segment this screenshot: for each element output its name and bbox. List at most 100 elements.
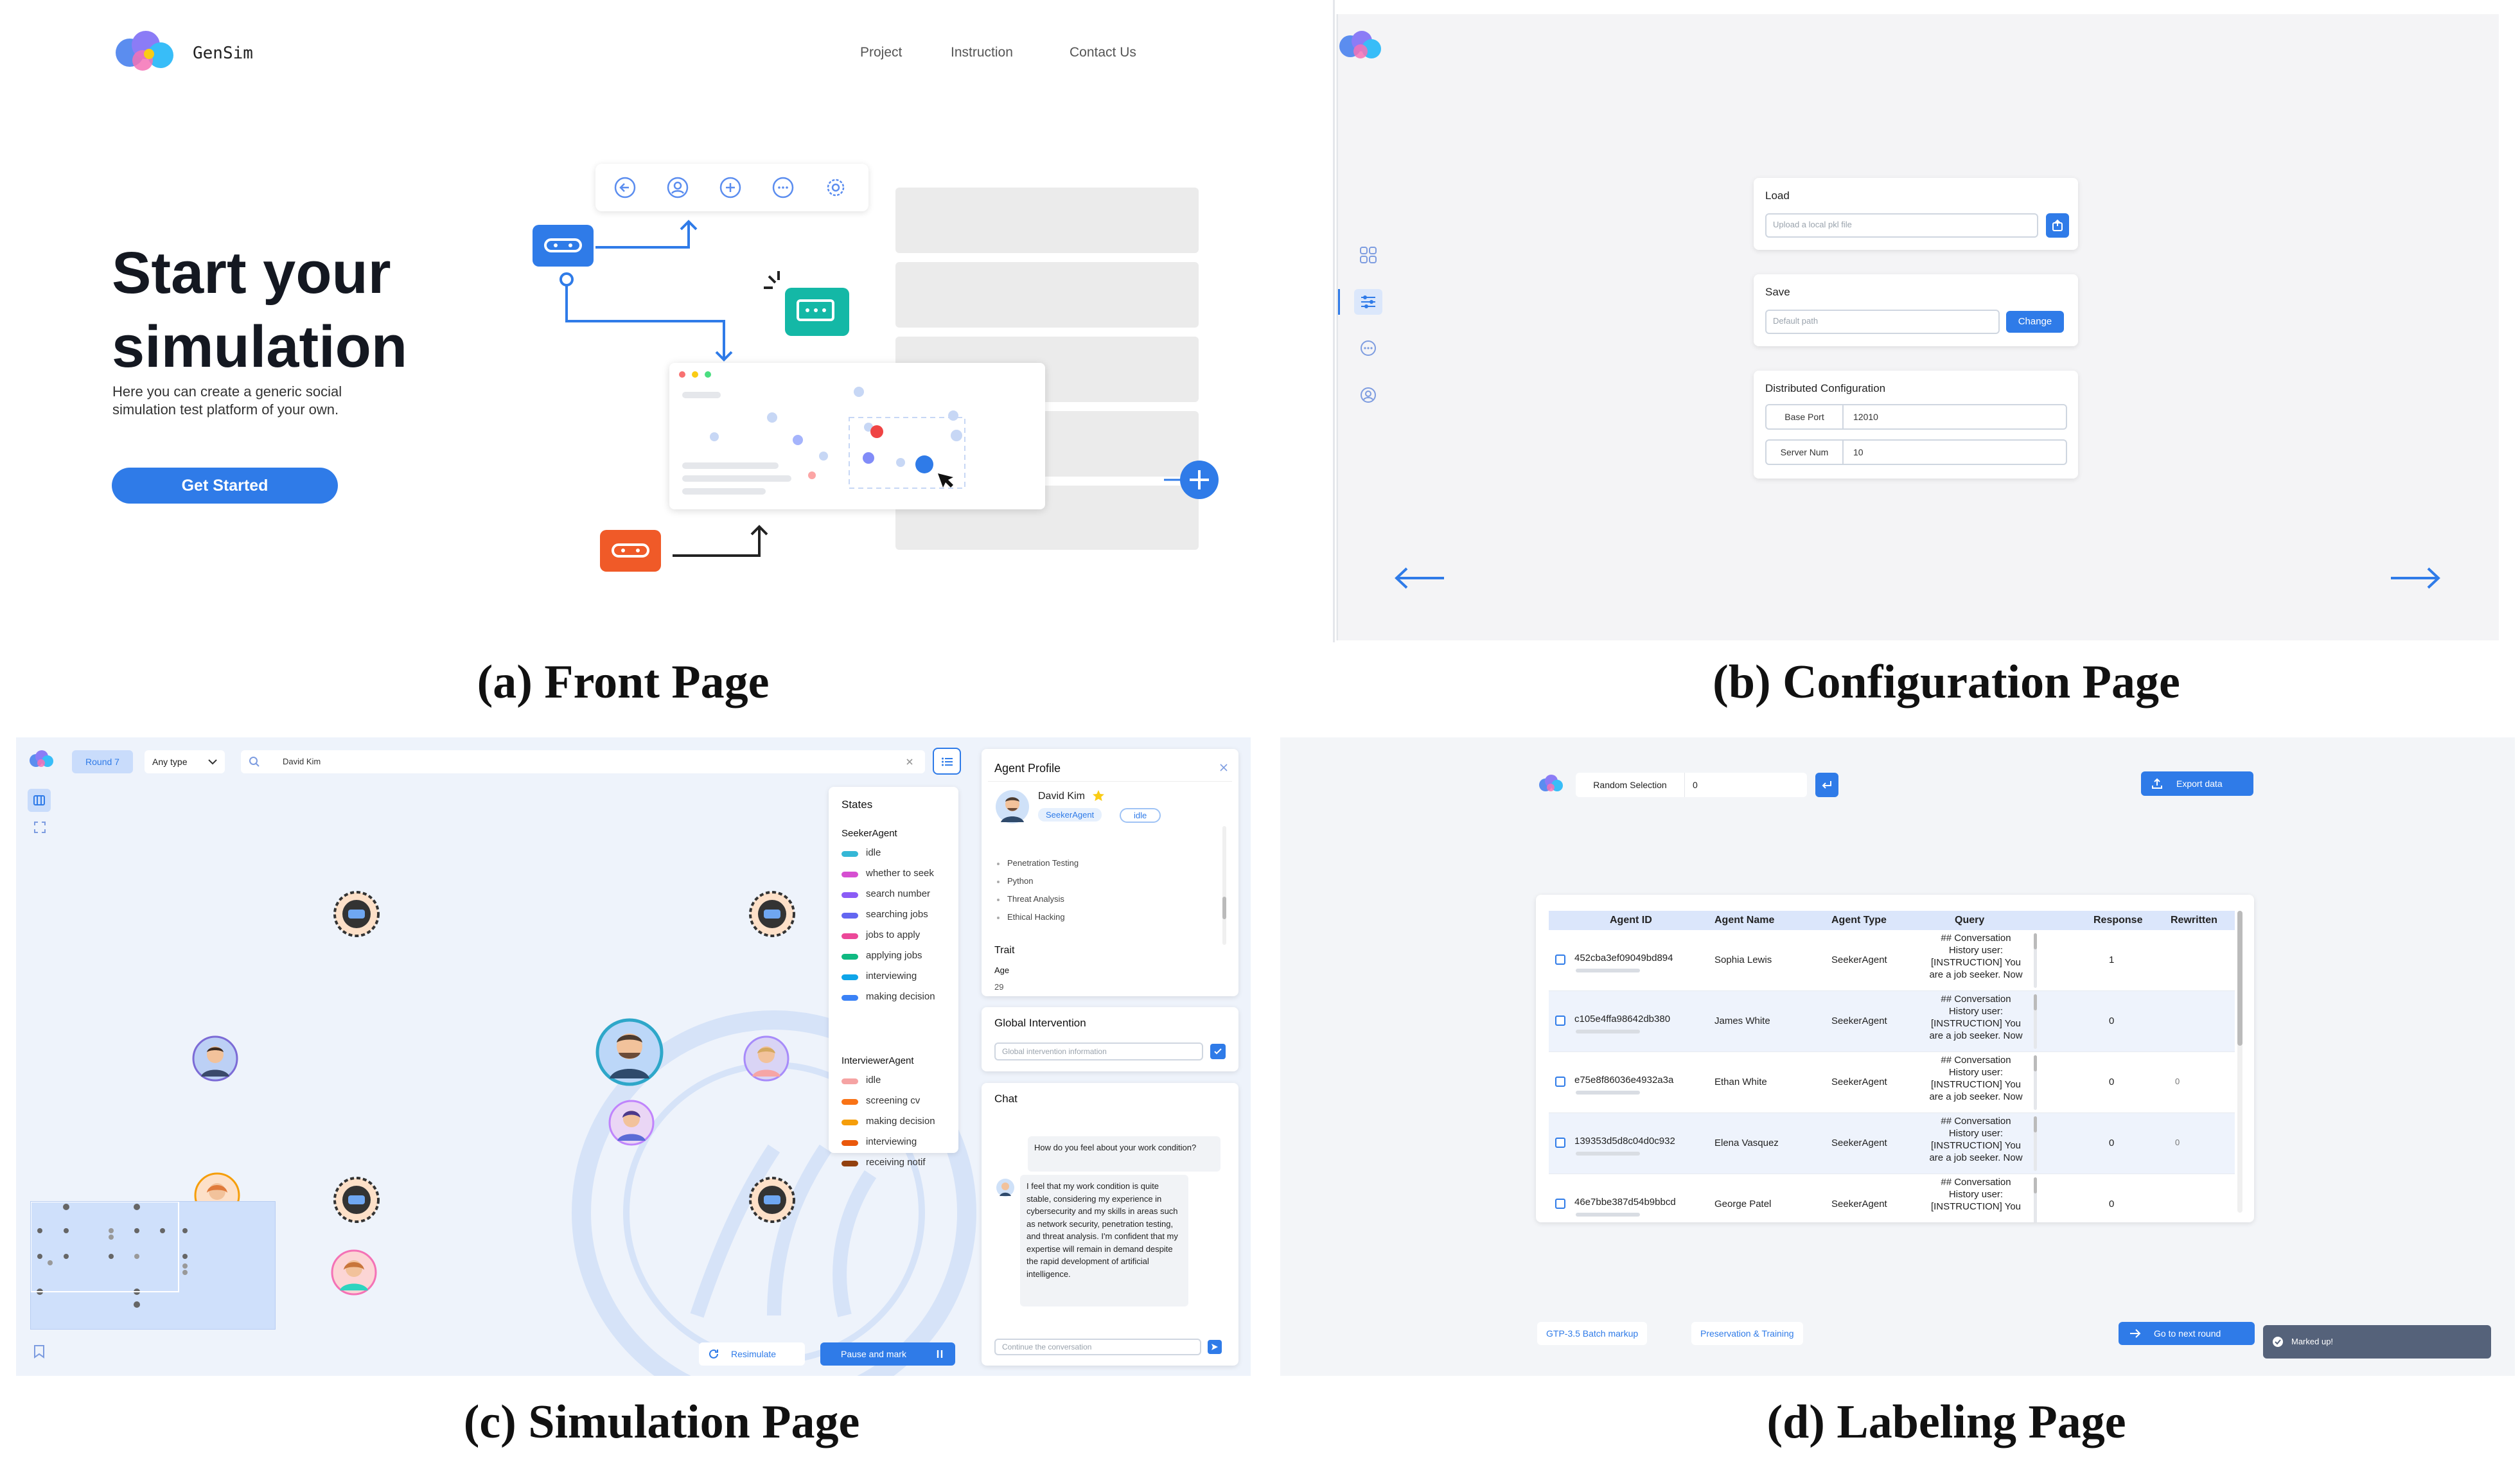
type-select-value: Any type	[152, 757, 188, 767]
distributed-config-card: Distributed Configuration Base Port 1201…	[1754, 371, 2078, 479]
caption-labeling-page: (d) Labeling Page	[1767, 1396, 2126, 1448]
seeker-agent-avatar[interactable]	[330, 1248, 378, 1297]
query-line: are a job seeker. Now	[1929, 1152, 2023, 1163]
interviewer-agent-node[interactable]	[746, 888, 798, 940]
rewritten-cell[interactable]: 0	[2175, 1138, 2180, 1147]
base-port-value[interactable]: 12010	[1853, 412, 1878, 422]
interviewer-agent-node[interactable]	[746, 1174, 798, 1226]
base-port-field[interactable]: Base Port 12010	[1765, 404, 2067, 430]
nav-instruction-link[interactable]: Instruction	[951, 45, 1013, 60]
resimulate-button[interactable]: Resimulate	[699, 1342, 805, 1366]
response-cell[interactable]: 0	[2109, 1199, 2115, 1209]
chat-icon[interactable]	[1359, 339, 1378, 358]
close-icon[interactable]	[1219, 763, 1228, 772]
arrow-left-icon[interactable]	[1394, 565, 1445, 591]
next-round-button[interactable]: Go to next round	[2119, 1322, 2255, 1345]
query-scrollbar[interactable]	[2034, 1177, 2037, 1222]
query-scrollbar[interactable]	[2034, 933, 2037, 988]
skill-bullet	[997, 863, 1000, 865]
response-cell[interactable]: 0	[2109, 1138, 2115, 1148]
minimap[interactable]	[30, 1201, 276, 1330]
preservation-training-button[interactable]: Preservation & Training	[1691, 1322, 1803, 1345]
list-toggle-button[interactable]	[933, 748, 961, 775]
query-scrollbar[interactable]	[2034, 1116, 2037, 1171]
bookmark-icon[interactable]	[33, 1344, 45, 1359]
search-input[interactable]: David Kim	[241, 750, 925, 773]
response-cell[interactable]: 0	[2109, 1077, 2115, 1087]
intervention-input[interactable]: Global intervention information	[994, 1042, 1203, 1060]
next-round-label: Go to next round	[2154, 1328, 2221, 1339]
profile-title: Agent Profile	[994, 762, 1061, 775]
nav-contact-link[interactable]: Contact Us	[1070, 45, 1136, 60]
clear-icon[interactable]	[906, 758, 913, 766]
sliders-icon[interactable]	[1359, 292, 1378, 312]
type-select[interactable]: Any type	[145, 750, 225, 773]
table-scrollbar[interactable]	[2237, 911, 2242, 1213]
load-file-input[interactable]: Upload a local pkl file	[1765, 213, 2038, 238]
query-scrollbar[interactable]	[2034, 994, 2037, 1049]
user-circle-icon[interactable]	[1359, 385, 1378, 405]
save-path-input[interactable]: Default path	[1765, 310, 2000, 334]
row-checkbox[interactable]	[1555, 954, 1565, 965]
row-checkbox[interactable]	[1555, 1138, 1565, 1148]
seeker-agent-avatar[interactable]	[191, 1034, 240, 1083]
row-checkbox[interactable]	[1555, 1077, 1565, 1087]
row-checkbox[interactable]	[1555, 1199, 1565, 1209]
row-checkbox[interactable]	[1555, 1016, 1565, 1026]
gpt-batch-markup-button[interactable]: GTP-3.5 Batch markup	[1537, 1322, 1648, 1345]
query-line: ## Conversation	[1941, 1177, 2011, 1188]
refresh-icon	[709, 1349, 718, 1359]
grid-icon[interactable]	[1359, 245, 1378, 265]
export-data-button[interactable]: Export data	[2141, 771, 2253, 796]
id-progress-bar	[1576, 1091, 1640, 1095]
random-selection-value[interactable]: 0	[1693, 780, 1698, 790]
round-badge[interactable]: Round 7	[72, 750, 133, 773]
query-line: History user:	[1948, 945, 2004, 956]
query-scrollbar[interactable]	[2034, 1055, 2037, 1110]
pause-mark-label: Pause and mark	[841, 1349, 906, 1359]
pause-mark-button[interactable]: Pause and mark	[820, 1342, 955, 1366]
response-cell[interactable]: 0	[2109, 1016, 2115, 1026]
brand-name: GenSim	[193, 44, 253, 63]
response-cell[interactable]: 1	[2109, 954, 2115, 965]
server-num-value[interactable]: 10	[1853, 447, 1864, 457]
rewritten-cell[interactable]: 0	[2175, 1077, 2180, 1086]
seeker-agent-avatar[interactable]	[742, 1034, 791, 1083]
fullscreen-icon[interactable]	[33, 821, 46, 834]
map-view-button[interactable]	[28, 789, 51, 812]
change-button[interactable]: Change	[2006, 311, 2064, 333]
selected-agent-avatar[interactable]	[594, 1017, 665, 1087]
chat-input[interactable]: Continue the conversation	[994, 1339, 1201, 1355]
upload-button[interactable]	[2046, 213, 2069, 238]
server-num-label: Server Num	[1767, 441, 1844, 464]
subtitle-line-1: Here you can create a generic social	[112, 383, 342, 400]
nav-project-link[interactable]: Project	[860, 45, 903, 60]
state-label: interviewing	[866, 1136, 917, 1147]
get-started-button[interactable]: Get Started	[112, 468, 338, 504]
send-button[interactable]	[1208, 1340, 1222, 1354]
profile-scrollbar[interactable]	[1222, 826, 1226, 945]
interviewer-agent-node[interactable]	[331, 1174, 382, 1226]
interviewer-agent-node[interactable]	[331, 888, 382, 940]
export-data-label: Export data	[2176, 778, 2223, 789]
seeker-agent-avatar[interactable]	[607, 1098, 656, 1147]
arrow-right-icon[interactable]	[2390, 565, 2441, 591]
intervention-submit-button[interactable]	[1210, 1044, 1226, 1059]
server-num-field[interactable]: Server Num 10	[1765, 439, 2067, 465]
chat-avatar	[996, 1179, 1014, 1197]
agent-id-cell: 452cba3ef09049bd894	[1574, 953, 1673, 963]
random-selection-field[interactable]: Random Selection 0	[1576, 773, 1807, 797]
chat-message-user: How do you feel about your work conditio…	[1028, 1136, 1220, 1172]
skill-item: Ethical Hacking	[1007, 912, 1065, 922]
random-apply-button[interactable]	[1815, 773, 1838, 797]
